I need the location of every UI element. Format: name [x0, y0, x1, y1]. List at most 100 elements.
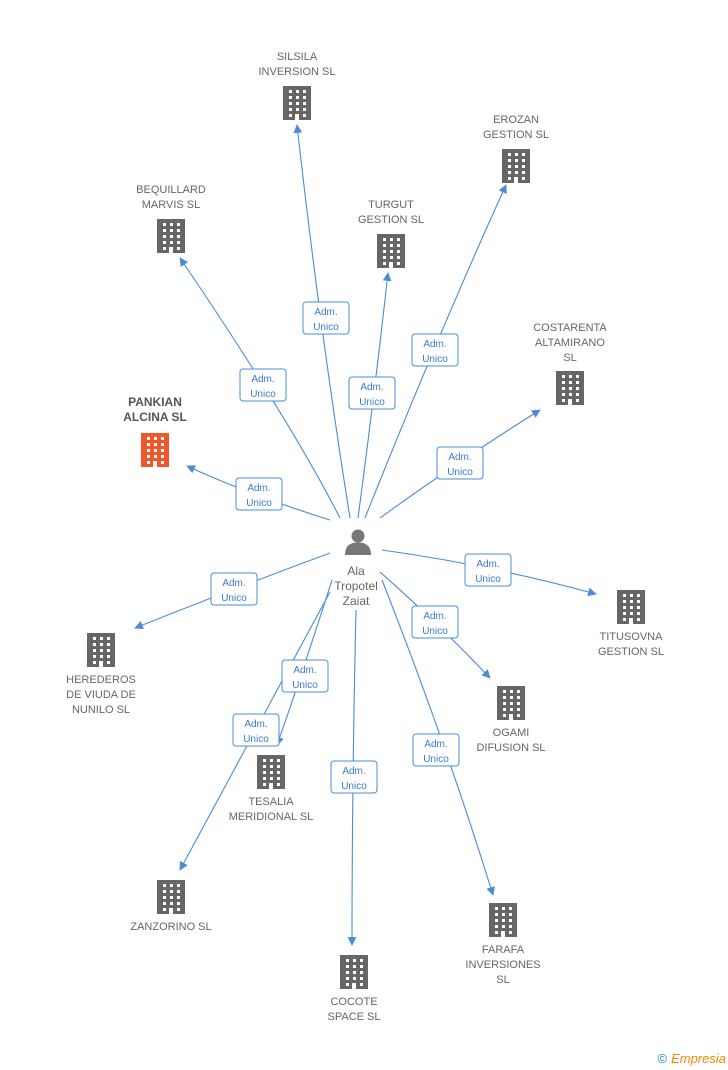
relation-label[interactable]: Adm.Unico	[464, 553, 512, 587]
relation-label[interactable]: Adm.Unico	[281, 659, 329, 693]
company-name-line: GESTION SL	[483, 129, 549, 141]
relation-label-text: Adm.	[314, 307, 337, 318]
company-name-line: BEQUILLARD	[136, 184, 206, 196]
relation-label-box	[411, 605, 459, 639]
relation-label-box	[412, 733, 460, 767]
relation-label[interactable]: Adm.Unico	[235, 477, 283, 511]
relation-label[interactable]: Adm. Unico	[348, 376, 396, 410]
relation-label-text: Adm.	[342, 766, 365, 777]
company-name-line: MARVIS SL	[142, 199, 201, 211]
company-name-line: FARAFA	[482, 944, 525, 956]
company-name-line: DE VIUDA DE	[66, 689, 136, 701]
relation-label-text: Adm.	[360, 382, 383, 393]
building-icon	[617, 590, 645, 624]
relation-label-text: Adm.	[251, 374, 274, 385]
brand-name: Empresia	[671, 1051, 726, 1066]
copyright-symbol: ©	[657, 1051, 668, 1066]
relation-label-box	[302, 301, 350, 335]
building-icon	[157, 219, 185, 253]
company-name-line: DIFUSION SL	[476, 742, 545, 754]
company-node[interactable]: COSTARENTA ALTAMIRANO SL	[533, 322, 607, 405]
relation-label-text: Unico	[243, 734, 269, 745]
company-name-line: MERIDIONAL SL	[229, 811, 314, 823]
relation-label-text: Unico	[359, 397, 385, 408]
company-name-line: INVERSION SL	[258, 66, 335, 78]
center-person-label-line-2: Tropotel	[334, 579, 378, 593]
relation-label-box	[239, 368, 287, 402]
relation-label-text: Unico	[221, 593, 247, 604]
relation-label[interactable]: Adm. Unico	[239, 368, 287, 402]
relation-label-text: Unico	[292, 680, 318, 691]
building-icon	[257, 755, 285, 789]
relation-label-text: Unico	[422, 626, 448, 637]
building-icon	[141, 433, 169, 467]
company-name-line: COSTARENTA	[533, 322, 607, 334]
center-person-label-line-3: Zaiat	[343, 594, 370, 608]
relation-label[interactable]: Adm. Unico	[210, 572, 258, 606]
company-name-line: GESTION SL	[358, 214, 424, 226]
relation-label[interactable]: Adm. Unico	[411, 333, 459, 367]
company-node[interactable]: ZANZORINO SL	[130, 880, 212, 933]
company-node[interactable]: SILSILA INVERSION SL	[258, 51, 336, 120]
relation-label-box	[464, 553, 512, 587]
relation-label-text: Unico	[313, 322, 339, 333]
relation-label[interactable]: Adm. Unico	[411, 605, 459, 639]
company-name-line: SL	[563, 352, 576, 364]
edges-layer	[134, 124, 597, 946]
company-node[interactable]: HEREDEROS DE VIUDA DE NUNILO SL	[66, 633, 136, 716]
relation-label-box	[210, 572, 258, 606]
building-icon	[502, 149, 530, 183]
company-node[interactable]: BEQUILLARD MARVIS SL	[136, 184, 206, 253]
company-node[interactable]: TURGUT GESTION SL	[358, 199, 424, 268]
company-name-line: ALCINA SL	[123, 410, 187, 424]
company-name-line: EROZAN	[493, 114, 539, 126]
relation-label-text: Unico	[422, 354, 448, 365]
relation-label[interactable]: Adm.Unico	[436, 446, 484, 480]
company-node[interactable]: EROZAN GESTION SL	[483, 114, 549, 183]
relation-label-text: Unico	[447, 467, 473, 478]
company-name-line: SILSILA	[277, 51, 318, 63]
building-icon	[497, 686, 525, 720]
company-name-line: OGAMI	[493, 727, 530, 739]
company-name-line: COCOTE	[330, 996, 377, 1008]
company-name-line: GESTION SL	[598, 646, 664, 658]
relation-label-text: Adm.	[222, 578, 245, 589]
company-name-line: ALTAMIRANO	[535, 337, 605, 349]
center-person-node[interactable]: Ala Tropotel Zaiat	[334, 529, 378, 609]
company-node[interactable]: TESALIA MERIDIONAL SL	[229, 755, 314, 823]
building-icon	[157, 880, 185, 914]
relation-label-text: Unico	[246, 498, 272, 509]
company-name-line: INVERSIONES	[465, 959, 540, 971]
relation-label[interactable]: Adm. Unico	[330, 760, 378, 794]
relation-label-text: Adm.	[244, 719, 267, 730]
building-icon	[87, 633, 115, 667]
relation-label-text: Unico	[475, 574, 501, 585]
person-icon	[345, 529, 371, 555]
relation-label-text: Adm.	[423, 611, 446, 622]
company-node[interactable]: OGAMI DIFUSION SL	[476, 686, 546, 754]
company-name-line: TURGUT	[368, 199, 414, 211]
relation-edge	[179, 257, 341, 519]
building-icon	[340, 955, 368, 989]
building-icon	[377, 234, 405, 268]
relation-label[interactable]: Adm.Unico	[412, 733, 460, 767]
company-name-line: TESALIA	[248, 796, 294, 808]
relation-label-text: Unico	[341, 781, 367, 792]
relation-label-text: Unico	[250, 389, 276, 400]
relation-label-box	[330, 760, 378, 794]
relation-label-box	[232, 713, 280, 747]
relation-label-text: Adm.	[423, 339, 446, 350]
footer-brand[interactable]: ©Empresia	[657, 1051, 726, 1066]
company-name-line: NUNILO SL	[72, 704, 130, 716]
building-icon	[489, 903, 517, 937]
relation-label[interactable]: Adm. Unico	[232, 713, 280, 747]
company-name-line: HEREDEROS	[66, 674, 136, 686]
nodes-layer: SILSILA INVERSION SL EROZAN GESTION SL BEQUI…	[66, 51, 664, 1023]
relation-label-box	[235, 477, 283, 511]
relation-label[interactable]: Adm. Unico	[302, 301, 350, 335]
building-icon	[556, 371, 584, 405]
